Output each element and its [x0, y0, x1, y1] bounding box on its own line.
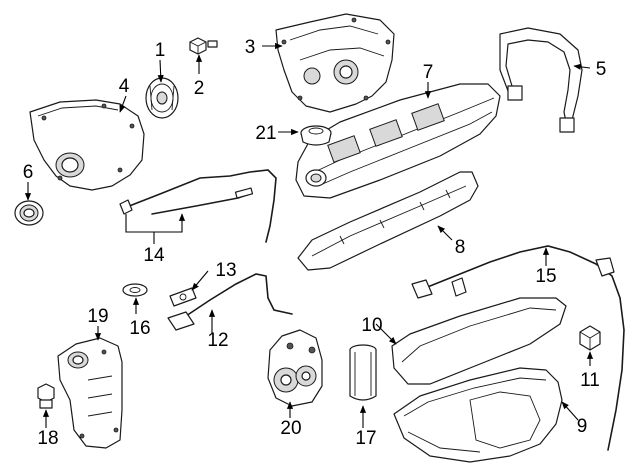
callout-19: 19 — [87, 306, 108, 327]
part-bolt — [189, 37, 218, 55]
part-dipstick-tube — [411, 245, 625, 451]
part-front-housing — [275, 13, 395, 113]
part-valve-cover — [295, 83, 501, 199]
part-seal — [14, 200, 44, 226]
part-valve-cover-gasket — [297, 171, 479, 271]
callout-14: 14 — [143, 245, 165, 266]
part-wiring-harness — [119, 169, 277, 243]
part-sensor — [37, 383, 55, 409]
callout-15: 15 — [535, 266, 556, 287]
part-timing-cover — [29, 99, 145, 191]
callout-7: 7 — [423, 62, 434, 83]
callout-5: 5 — [596, 59, 607, 80]
callout-17: 17 — [355, 428, 376, 449]
part-front-gasket — [499, 27, 583, 133]
callout-1: 1 — [155, 40, 166, 61]
callout-18: 18 — [37, 428, 58, 449]
part-oil-pan — [393, 367, 563, 463]
part-washer — [122, 283, 148, 297]
part-side-cover — [57, 337, 123, 449]
part-oil-pan-gasket — [391, 297, 567, 385]
leader-lines — [24, 42, 594, 428]
part-pulley — [145, 77, 179, 119]
callout-16: 16 — [129, 318, 150, 339]
part-drain-plug — [579, 325, 601, 351]
part-oil-pickup — [167, 273, 293, 331]
callout-20: 20 — [280, 418, 301, 439]
part-oil-cap — [300, 125, 332, 146]
callout-4: 4 — [119, 76, 130, 97]
callout-11: 11 — [580, 370, 600, 391]
callout-10: 10 — [361, 315, 382, 336]
part-pickup-gasket — [169, 287, 197, 307]
callout-13: 13 — [215, 260, 236, 281]
callout-9: 9 — [577, 416, 588, 437]
part-oil-pump — [267, 329, 323, 407]
callout-6: 6 — [23, 162, 34, 183]
callout-3: 3 — [245, 37, 256, 58]
part-oil-filter — [349, 344, 377, 401]
callout-8: 8 — [455, 237, 466, 258]
callout-12: 12 — [207, 330, 228, 351]
callout-21: 21 — [255, 123, 276, 144]
callout-labels: 1 2 3 4 5 6 7 8 9 10 11 12 13 14 15 16 1… — [23, 37, 607, 449]
callout-2: 2 — [194, 78, 205, 99]
